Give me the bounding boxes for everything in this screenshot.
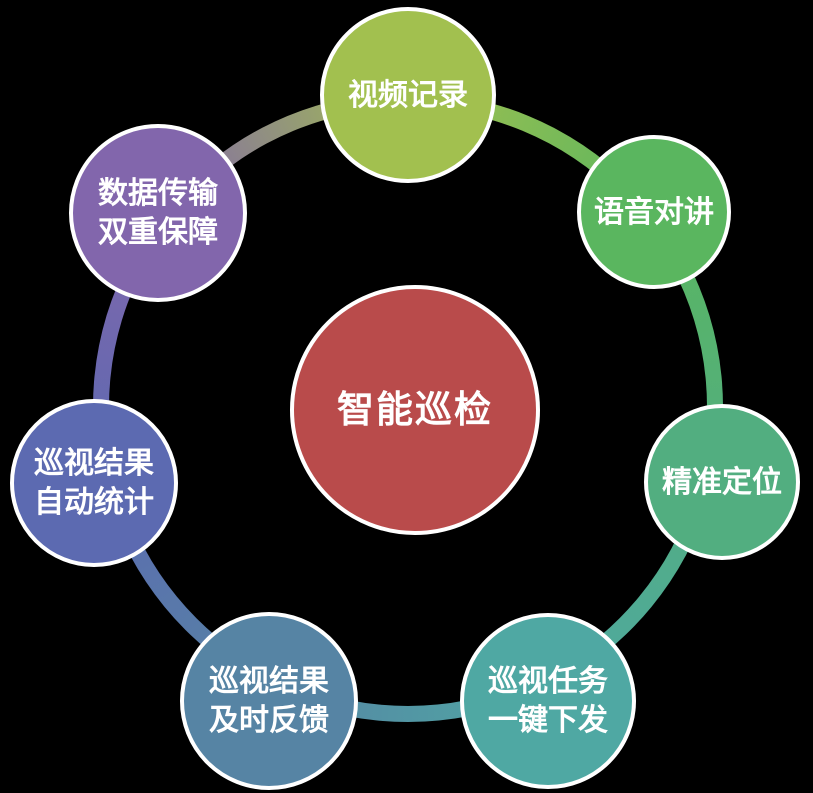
node-voice-intercom: 语音对讲 — [577, 135, 731, 289]
node-label: 巡视任务 一键下发 — [488, 664, 608, 738]
center-node: 智能巡检 — [290, 285, 540, 535]
node-result-statistics: 巡视结果 自动统计 — [10, 399, 178, 567]
center-node-label: 智能巡检 — [337, 387, 493, 431]
node-precise-positioning: 精准定位 — [644, 404, 800, 560]
node-label: 数据传输 双重保障 — [98, 176, 218, 250]
node-label: 视频记录 — [348, 77, 468, 113]
node-label: 语音对讲 — [594, 194, 714, 230]
node-task-dispatch: 巡视任务 一键下发 — [460, 613, 636, 789]
node-label: 精准定位 — [662, 464, 782, 500]
node-data-transmission: 数据传输 双重保障 — [69, 124, 247, 302]
node-video-recording: 视频记录 — [320, 7, 496, 183]
node-result-feedback: 巡视结果 及时反馈 — [180, 612, 358, 790]
node-label: 巡视结果 自动统计 — [34, 446, 154, 520]
node-label: 巡视结果 及时反馈 — [209, 664, 329, 738]
